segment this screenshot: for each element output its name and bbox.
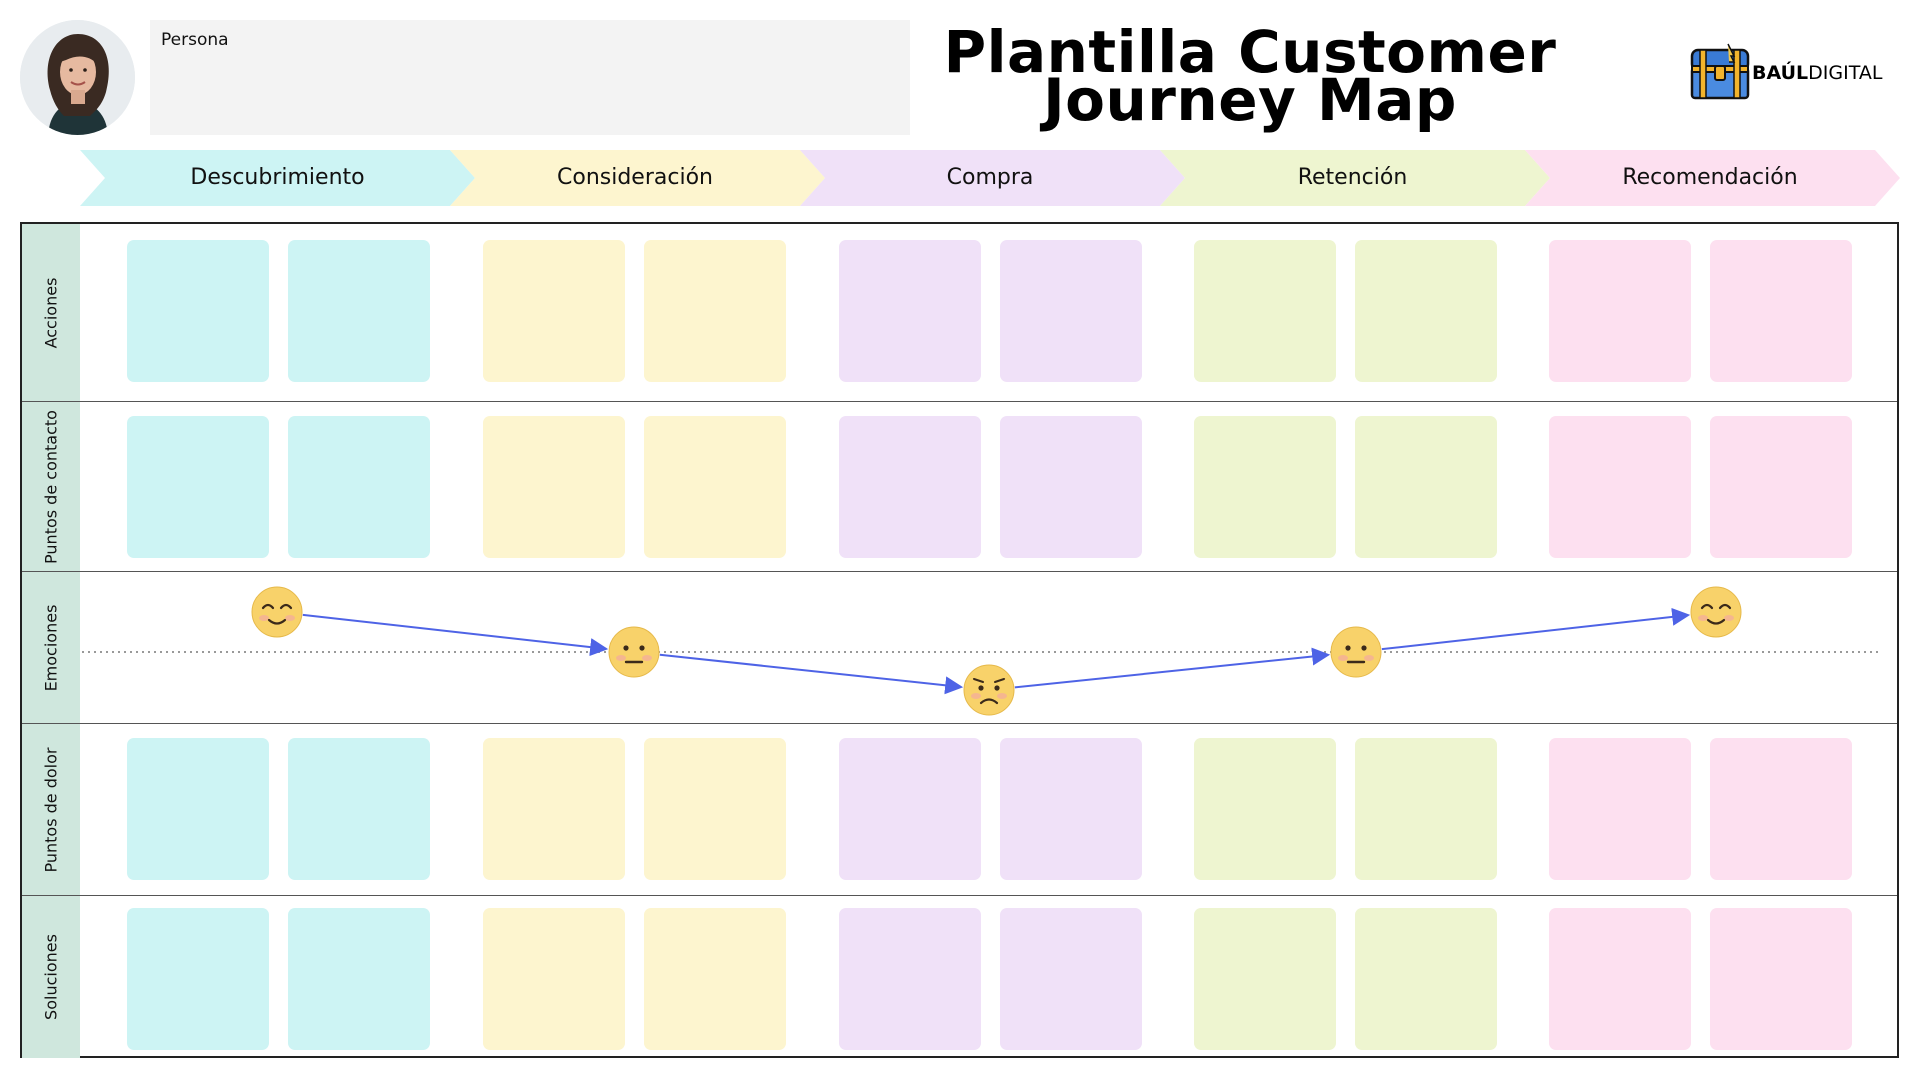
row-soluciones: Soluciones xyxy=(22,896,1897,1058)
stage-label-retencion: Retención xyxy=(1297,165,1408,190)
row-label-acciones: Acciones xyxy=(22,224,80,401)
row-label-puntos-de-dolor: Puntos de dolor xyxy=(22,724,80,895)
sticky-note[interactable] xyxy=(1000,416,1142,558)
sticky-note[interactable] xyxy=(1194,908,1336,1050)
emotion-connector xyxy=(659,653,964,695)
sticky-note[interactable] xyxy=(839,908,981,1050)
logo-text-regular: DIGITAL xyxy=(1808,62,1883,84)
row-puntos-de-contacto: Puntos de contacto xyxy=(22,402,1897,572)
sticky-note[interactable] xyxy=(1194,416,1336,558)
persona-label: Persona xyxy=(161,30,229,50)
sticky-note[interactable] xyxy=(127,240,269,382)
sticky-note[interactable] xyxy=(483,240,625,382)
sticky-note[interactable] xyxy=(483,416,625,558)
sticky-note[interactable] xyxy=(839,416,981,558)
sticky-note[interactable] xyxy=(644,240,786,382)
sticky-note[interactable] xyxy=(1194,738,1336,880)
emotion-face-sad-icon xyxy=(963,664,1015,716)
sticky-note[interactable] xyxy=(1000,240,1142,382)
row-label-soluciones: Soluciones xyxy=(22,896,80,1058)
stage-chevron-compra xyxy=(800,150,1185,206)
sticky-note[interactable] xyxy=(1355,738,1497,880)
sticky-note[interactable] xyxy=(1549,240,1691,382)
sticky-note[interactable] xyxy=(1549,908,1691,1050)
stage-chevron-consideracion xyxy=(450,150,825,206)
row-emociones: Emociones xyxy=(22,572,1897,724)
row-label-text: Acciones xyxy=(41,277,61,348)
emotion-connector xyxy=(302,613,609,657)
row-label-text: Soluciones xyxy=(41,934,61,1020)
persona-field[interactable]: Persona xyxy=(150,20,910,135)
emotion-face-happy-icon xyxy=(1690,586,1742,638)
treasure-chest-icon xyxy=(1690,43,1750,100)
sticky-note[interactable] xyxy=(1355,416,1497,558)
sticky-note[interactable] xyxy=(483,908,625,1050)
logo-text: BAÚLDIGITAL xyxy=(1752,62,1882,84)
row-puntos-de-dolor: Puntos de dolor xyxy=(22,724,1897,896)
logo-text-bold: BAÚL xyxy=(1752,62,1809,84)
stage-label-recomendacion: Recomendación xyxy=(1622,165,1798,190)
sticky-note[interactable] xyxy=(1355,240,1497,382)
sticky-note[interactable] xyxy=(1549,416,1691,558)
stage-bar: Descubrimiento Consideración Compra Rete… xyxy=(0,150,1920,206)
sticky-note[interactable] xyxy=(839,240,981,382)
sticky-note[interactable] xyxy=(1710,908,1852,1050)
emotion-connector xyxy=(1381,607,1691,651)
sticky-note[interactable] xyxy=(1710,416,1852,558)
sticky-note[interactable] xyxy=(127,908,269,1050)
row-label-emociones: Emociones xyxy=(22,572,80,723)
sticky-note[interactable] xyxy=(644,908,786,1050)
sticky-note[interactable] xyxy=(1710,240,1852,382)
sticky-note[interactable] xyxy=(1000,908,1142,1050)
sticky-note[interactable] xyxy=(1194,240,1336,382)
stage-chevron-retencion xyxy=(1160,150,1550,206)
sticky-note[interactable] xyxy=(644,738,786,880)
sticky-note[interactable] xyxy=(288,738,430,880)
title-line-1: Plantilla Customer xyxy=(943,18,1557,86)
stage-label-consideracion: Consideración xyxy=(557,165,713,190)
sticky-note[interactable] xyxy=(644,416,786,558)
sticky-note[interactable] xyxy=(1710,738,1852,880)
sticky-note[interactable] xyxy=(839,738,981,880)
stage-chevron-recomendacion xyxy=(1525,150,1900,206)
row-label-text: Puntos de contacto xyxy=(41,409,61,564)
emotion-face-neutral-icon xyxy=(608,626,660,678)
title-line-2: Journey Map xyxy=(1043,66,1457,134)
sticky-note[interactable] xyxy=(483,738,625,880)
page-title: Plantilla Customer Journey Map xyxy=(930,18,1570,134)
sticky-note[interactable] xyxy=(127,738,269,880)
sticky-note[interactable] xyxy=(127,416,269,558)
sticky-note[interactable] xyxy=(1000,738,1142,880)
stage-label-compra: Compra xyxy=(946,165,1034,190)
sticky-note[interactable] xyxy=(288,240,430,382)
persona-avatar xyxy=(20,20,135,135)
brand-logo: BAÚLDIGITAL xyxy=(1690,42,1890,102)
sticky-note[interactable] xyxy=(1549,738,1691,880)
stage-chevron-descubrimiento xyxy=(80,150,475,206)
sticky-note[interactable] xyxy=(288,416,430,558)
sticky-note[interactable] xyxy=(1355,908,1497,1050)
row-acciones: Acciones xyxy=(22,224,1897,402)
emotion-curve xyxy=(82,586,1882,716)
journey-board: Acciones Puntos de contacto Emociones xyxy=(20,222,1899,1058)
row-label-text: Puntos de dolor xyxy=(41,747,61,872)
sticky-note[interactable] xyxy=(288,908,430,1050)
stage-label-descubrimiento: Descubrimiento xyxy=(190,165,365,190)
row-label-puntos-de-contacto: Puntos de contacto xyxy=(22,402,80,571)
emotion-connector xyxy=(1014,647,1331,689)
emotion-face-neutral-icon xyxy=(1330,626,1382,678)
emotion-face-happy-icon xyxy=(251,586,303,638)
